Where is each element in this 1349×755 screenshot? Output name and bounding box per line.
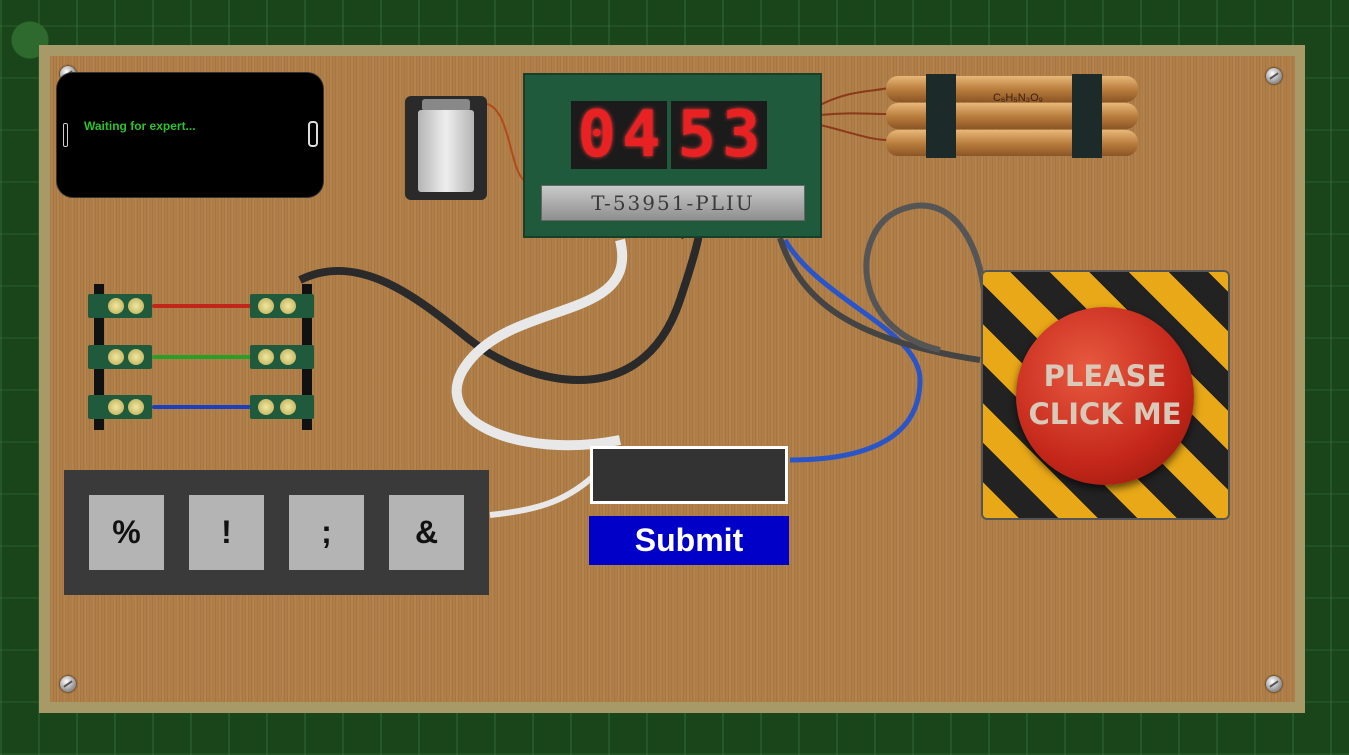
keypad-key-semicolon[interactable]: ; (289, 495, 364, 570)
timer-minutes: 0 4 (571, 101, 667, 169)
timer-digit: 0 (577, 98, 616, 172)
timer-digit: 3 (722, 98, 761, 172)
battery-icon (405, 96, 487, 200)
big-button-label-line2: CLICK ME (1028, 397, 1182, 431)
wire-terminal (250, 294, 314, 318)
timer-digit: 4 (622, 98, 661, 172)
wire-green[interactable] (152, 355, 254, 359)
wire-terminal (88, 294, 152, 318)
expert-status-screen: Waiting for expert... (57, 73, 323, 197)
tape-band (926, 74, 956, 158)
wire-row (88, 294, 318, 318)
timer-seconds: 5 3 (671, 101, 767, 169)
timer-display: 0 4 5 3 (571, 101, 767, 169)
screw-icon (1266, 676, 1282, 692)
dynamite-label: C₆H₅N₃O₉ (992, 92, 1044, 104)
keypad-key-percent[interactable]: % (89, 495, 164, 570)
wire-terminal (88, 395, 152, 419)
wire-red[interactable] (152, 304, 254, 308)
battery-cell (418, 110, 474, 192)
expert-status-text: Waiting for expert... (84, 119, 196, 133)
timer-digit: 5 (677, 98, 716, 172)
screw-icon (60, 676, 76, 692)
battery-cap (422, 99, 470, 111)
wire-row (88, 395, 318, 419)
wire-terminal (250, 395, 314, 419)
wire-terminal (88, 345, 152, 369)
wires-module (88, 282, 318, 432)
tape-band (1072, 74, 1102, 158)
phone-home-button-icon (308, 121, 318, 147)
symbol-keypad: % ! ; & (64, 470, 489, 595)
keypad-key-exclamation[interactable]: ! (189, 495, 264, 570)
phone-side-button-icon (63, 123, 68, 147)
wire-row (88, 345, 318, 369)
wire-terminal (250, 345, 314, 369)
keypad-key-ampersand[interactable]: & (389, 495, 464, 570)
submit-button[interactable]: Submit (589, 516, 789, 565)
please-click-me-button[interactable]: PLEASE CLICK ME (1016, 307, 1194, 485)
wire-blue[interactable] (152, 405, 254, 409)
dynamite-icon: C₆H₅N₃O₉ (886, 74, 1138, 158)
serial-number-plate: T-53951-PLIU (541, 185, 805, 221)
big-button-label-line1: PLEASE (1043, 359, 1167, 394)
screw-icon (1266, 68, 1282, 84)
countdown-timer: 0 4 5 3 T-53951-PLIU (523, 73, 822, 238)
password-input[interactable] (590, 446, 788, 504)
